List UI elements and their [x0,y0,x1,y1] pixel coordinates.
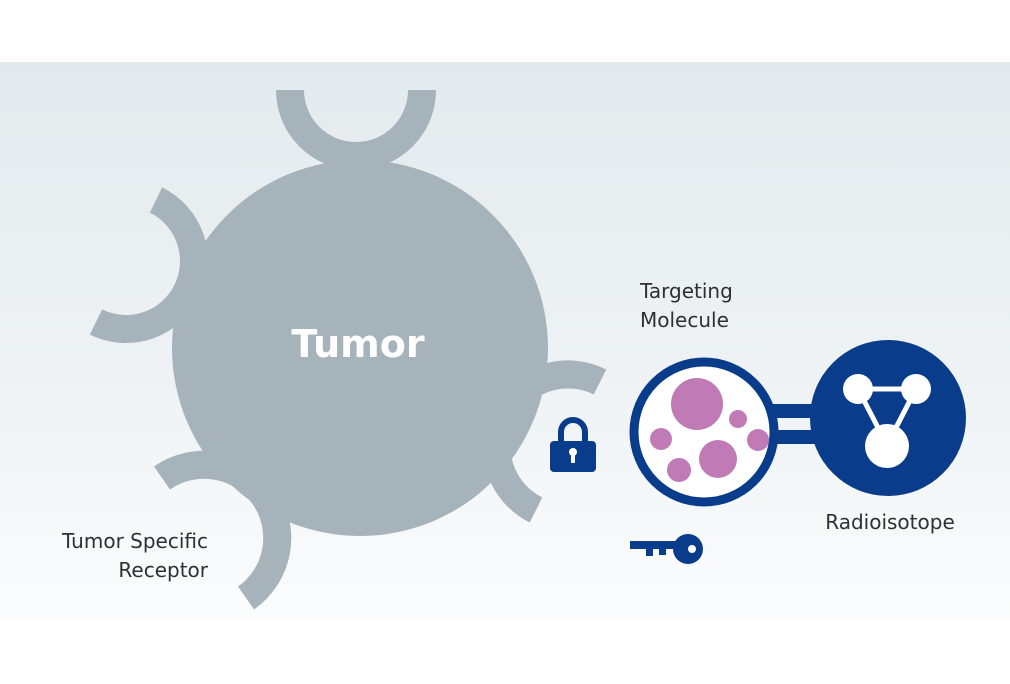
molecule-icon [843,374,931,468]
receptor-label: Tumor Specific Receptor [62,529,208,582]
tumor-cell [172,160,548,536]
tumor-label: Tumor [291,322,425,366]
targeting-molecule-label: Targeting Molecule [640,279,733,332]
targeting-molecule [629,357,779,507]
receptor-arc-top [276,89,436,170]
lock-icon [550,417,596,472]
key-icon [630,534,703,564]
radioisotope-label: Radioisotope [825,510,955,534]
radioisotope [810,340,966,496]
